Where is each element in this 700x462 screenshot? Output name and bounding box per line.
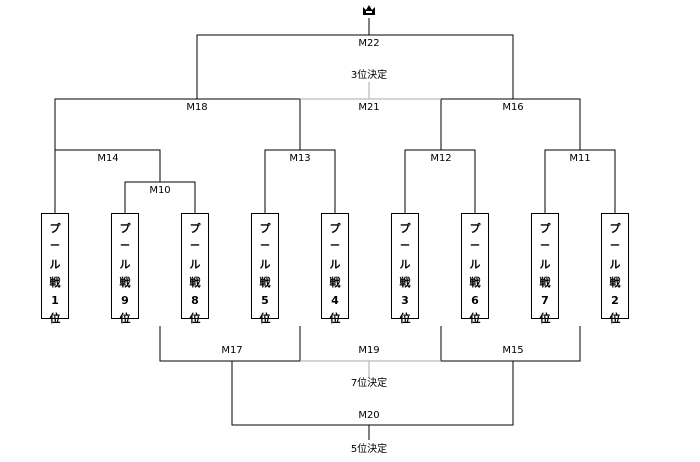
team-text-char: ル xyxy=(469,258,481,271)
semi-left-line xyxy=(54,98,300,150)
team-text-char: ー xyxy=(610,241,620,252)
semi-right-line xyxy=(440,98,581,150)
team-text-char: プ xyxy=(329,222,341,235)
team-box-pool-9th: プ ー ル 戦 9 位 xyxy=(111,213,139,325)
team-rank: 3 xyxy=(401,294,409,307)
match-label-m11: M11 xyxy=(567,153,593,165)
team-text-char: 位 xyxy=(329,312,341,325)
team-box-pool-1st: プ ー ル 戦 1 位 xyxy=(41,213,69,325)
qf-m13-line xyxy=(264,149,336,213)
team-rank: 6 xyxy=(471,294,479,307)
team-box-pool-2nd: プ ー ル 戦 2 位 xyxy=(601,213,629,325)
m15-line xyxy=(440,326,581,362)
team-rank: 1 xyxy=(51,294,59,307)
team-text-char: プ xyxy=(259,222,271,235)
team-rank: 5 xyxy=(261,294,269,307)
team-rank: 4 xyxy=(331,294,339,307)
match-label-m15: M15 xyxy=(500,345,526,357)
match-label-m22: M22 xyxy=(356,38,382,50)
team-text-char: 戦 xyxy=(539,276,551,289)
team-text-char: ル xyxy=(259,258,271,271)
team-text-char: ー xyxy=(540,241,550,252)
playin-m10-line xyxy=(124,181,196,213)
team-text-char: プ xyxy=(469,222,481,235)
match-label-m13: M13 xyxy=(287,153,313,165)
match-label-m17: M17 xyxy=(219,345,245,357)
team-text-char: 戦 xyxy=(609,276,621,289)
team-text-char: 戦 xyxy=(399,276,411,289)
team-text-char: プ xyxy=(49,222,61,235)
team-rank: 8 xyxy=(191,294,199,307)
team-text-char: 戦 xyxy=(119,276,131,289)
team-text-char: ル xyxy=(609,258,621,271)
team-text-char: ル xyxy=(399,258,411,271)
team-text-char: 戦 xyxy=(49,276,61,289)
m17-line xyxy=(159,326,301,362)
match-label-m16: M16 xyxy=(500,102,526,114)
team-box-pool-3rd: プ ー ル 戦 3 位 xyxy=(391,213,419,325)
third-place-label: 3位決定 xyxy=(348,70,390,82)
team-box-pool-4th: プ ー ル 戦 4 位 xyxy=(321,213,349,325)
team-text-char: 位 xyxy=(609,312,621,325)
team-text-char: ー xyxy=(470,241,480,252)
team-text-char: 位 xyxy=(259,312,271,325)
m20-line xyxy=(231,361,514,426)
team-text-char: ル xyxy=(189,258,201,271)
team-text-char: ル xyxy=(539,258,551,271)
team-text-char: 戦 xyxy=(469,276,481,289)
team-rank: 7 xyxy=(541,294,549,307)
seventh-place-label: 7位決定 xyxy=(348,378,390,390)
match-label-m20: M20 xyxy=(356,410,382,422)
fifth-place-label: 5位決定 xyxy=(348,444,390,456)
team-box-pool-7th: プ ー ル 戦 7 位 xyxy=(531,213,559,325)
team-text-char: ル xyxy=(49,258,61,271)
team-text-char: 戦 xyxy=(189,276,201,289)
final-bracket-line xyxy=(196,34,514,99)
match-label-m12: M12 xyxy=(428,153,454,165)
match-label-m14: M14 xyxy=(95,153,121,165)
team-text-char: ー xyxy=(400,241,410,252)
team-text-char: 位 xyxy=(189,312,201,325)
qf-m14-top xyxy=(55,149,161,182)
team-text-char: プ xyxy=(119,222,131,235)
team-rank: 2 xyxy=(611,294,619,307)
team-text-char: ー xyxy=(120,241,130,252)
team-text-char: ル xyxy=(329,258,341,271)
match-label-m18: M18 xyxy=(184,102,210,114)
team-text-char: 戦 xyxy=(329,276,341,289)
team-text-char: プ xyxy=(399,222,411,235)
team-text-char: ル xyxy=(119,258,131,271)
team-text-char: 位 xyxy=(469,312,481,325)
team-box-pool-5th: プ ー ル 戦 5 位 xyxy=(251,213,279,325)
team-text-char: ー xyxy=(50,241,60,252)
crown-icon xyxy=(363,5,375,15)
team-box-pool-8th: プ ー ル 戦 8 位 xyxy=(181,213,209,325)
team-text-char: ー xyxy=(260,241,270,252)
match-label-m19: M19 xyxy=(356,345,382,357)
team-rank: 9 xyxy=(121,294,129,307)
match-label-m10: M10 xyxy=(147,185,173,197)
qf-m12-line xyxy=(404,149,476,213)
team-text-char: プ xyxy=(609,222,621,235)
team-text-char: プ xyxy=(539,222,551,235)
team-text-char: プ xyxy=(189,222,201,235)
team-box-pool-6th: プ ー ル 戦 6 位 xyxy=(461,213,489,325)
team-text-char: 戦 xyxy=(259,276,271,289)
team-text-char: ー xyxy=(330,241,340,252)
team-text-char: 位 xyxy=(539,312,551,325)
team-text-char: 位 xyxy=(49,312,61,325)
team-text-char: ー xyxy=(190,241,200,252)
qf-m11-line xyxy=(544,149,616,213)
match-label-m21: M21 xyxy=(356,102,382,114)
team-text-char: 位 xyxy=(399,312,411,325)
team-text-char: 位 xyxy=(119,312,131,325)
